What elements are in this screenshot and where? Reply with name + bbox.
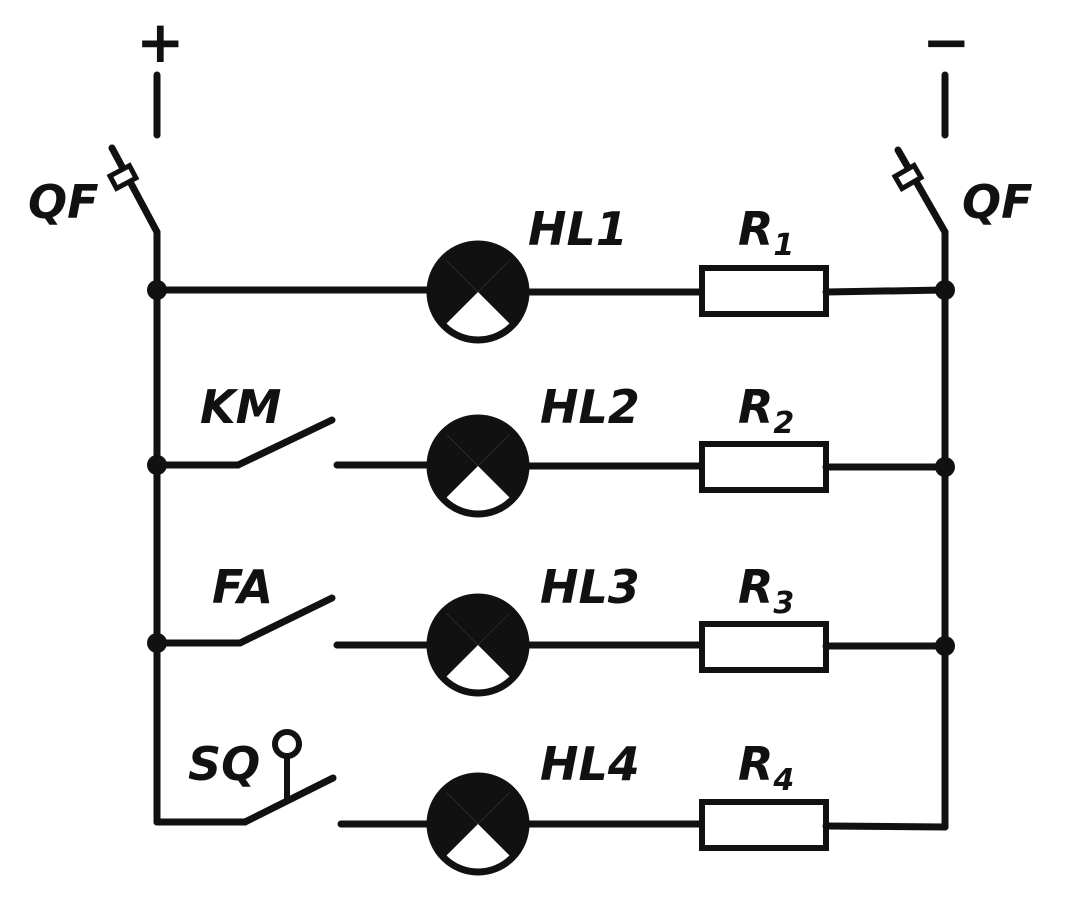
breaker-left-latch xyxy=(106,162,140,192)
breaker-right: QF xyxy=(891,146,1033,294)
lamp-hl3-label: HL3 xyxy=(540,560,640,614)
resistor-r2-icon xyxy=(699,441,829,493)
lamp-hl4-label: HL4 xyxy=(540,737,640,791)
contact-fa-label: FA xyxy=(212,560,273,614)
resistor-r1-icon xyxy=(699,265,829,317)
resistor-r3-icon xyxy=(699,621,829,673)
resistor-r2-label: R2 xyxy=(738,380,794,441)
contact-sq-label: SQ xyxy=(188,737,260,791)
branch-1: HL1 R1 xyxy=(153,202,949,344)
minus-terminal: − xyxy=(922,8,971,139)
contact-km-blade xyxy=(234,416,336,469)
lamp-hl4-icon xyxy=(426,772,530,876)
lamp-hl1-label: HL1 xyxy=(528,202,628,256)
branch-4-wire xyxy=(822,822,949,831)
breaker-right-blade xyxy=(894,146,949,236)
resistor-r1-label: R1 xyxy=(738,202,794,263)
contact-fa-blade xyxy=(236,594,336,647)
resistor-r4-icon xyxy=(699,799,829,851)
lamp-hl3-icon xyxy=(426,593,530,697)
branch-1-wire xyxy=(822,286,949,296)
breaker-right-label: QF xyxy=(962,175,1033,229)
resistor-r3-label: R3 xyxy=(738,560,794,621)
breaker-right-latch xyxy=(891,162,925,192)
limit-switch-actuator-icon xyxy=(272,729,302,803)
breaker-left: QF xyxy=(28,144,161,294)
branch-3: FA HL3 R3 xyxy=(153,560,949,697)
plus-terminal: + xyxy=(136,8,185,139)
breaker-left-blade xyxy=(108,144,161,236)
plus-label: + xyxy=(136,8,185,76)
breaker-left-label: QF xyxy=(28,175,99,229)
lamp-hl2-icon xyxy=(426,414,530,518)
lamp-hl2-label: HL2 xyxy=(540,380,640,434)
contact-km-label: KM xyxy=(200,380,281,434)
resistor-r4-label: R4 xyxy=(738,737,794,798)
branch-4: SQ HL4 R4 xyxy=(153,729,949,876)
branch-2: KM HL2 R2 xyxy=(153,380,949,518)
minus-label: − xyxy=(922,8,971,76)
lamp-hl1-icon xyxy=(426,240,530,344)
